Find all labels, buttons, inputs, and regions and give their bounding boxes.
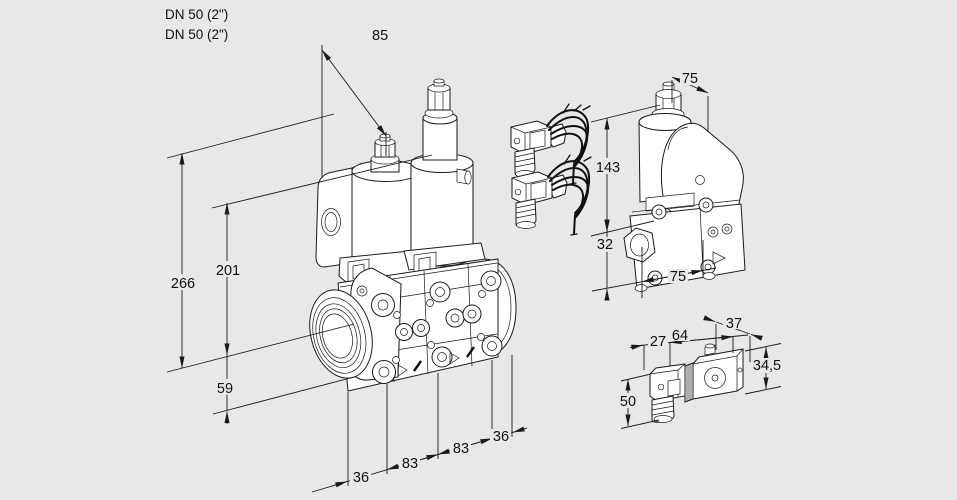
flow-direction-arrows — [397, 346, 475, 377]
dim-label-34-5: 34,5 — [753, 358, 781, 374]
dim-label-37: 37 — [726, 316, 742, 332]
dim-label-bottom-36b: 36 — [493, 429, 509, 445]
detail-top-nub — [705, 343, 715, 349]
right-solenoid-coil — [410, 78, 474, 267]
detail-plug — [649, 363, 686, 402]
valve-body — [309, 258, 517, 392]
test-nipples — [395, 304, 482, 341]
plug-screw — [513, 137, 521, 145]
cable-plugs — [510, 103, 592, 236]
annotation-labels: DN 50 (2") DN 50 (2") 85 266 201 59 36 8… — [165, 7, 783, 486]
side-flow-arrow — [712, 251, 726, 265]
dim-label-32: 32 — [597, 237, 613, 253]
dim-label-143: 143 — [596, 160, 620, 176]
dim-label-266: 266 — [171, 276, 195, 292]
dimension-lines-main — [166, 45, 528, 493]
dim-label-59: 59 — [217, 381, 233, 397]
right-coil-cap — [424, 78, 454, 119]
dim-label-side-75-top: 75 — [682, 71, 698, 87]
dim-label-50: 50 — [620, 394, 636, 410]
port-size-label-1: DN 50 (2") — [165, 7, 228, 22]
cable-plug-1 — [510, 103, 591, 185]
dim-label-85: 85 — [372, 28, 388, 44]
dim-label-bottom-36a: 36 — [353, 470, 369, 486]
dim-label-27: 27 — [650, 334, 666, 350]
detail-body — [692, 348, 744, 400]
dim-label-side-75-bottom: 75 — [670, 269, 686, 285]
body-screws — [392, 290, 486, 364]
detail-terminal-band — [684, 362, 694, 403]
cable-plug-2 — [511, 154, 592, 236]
dim-label-bottom-83b: 83 — [453, 441, 469, 457]
dim-label-64: 64 — [672, 328, 688, 344]
dim-label-bottom-83a: 83 — [402, 456, 418, 472]
detail-part-drawing — [649, 343, 744, 423]
dim-label-201: 201 — [216, 263, 240, 279]
detail-gland — [651, 395, 675, 423]
left-solenoid-coil — [351, 133, 421, 270]
flange-bolts — [356, 270, 503, 384]
left-coil-cap — [370, 133, 400, 173]
coil-base-blocks — [338, 242, 486, 285]
port-size-label-2: DN 50 (2") — [165, 27, 228, 42]
main-valve-drawing — [309, 78, 517, 392]
cover-screw — [695, 175, 705, 185]
